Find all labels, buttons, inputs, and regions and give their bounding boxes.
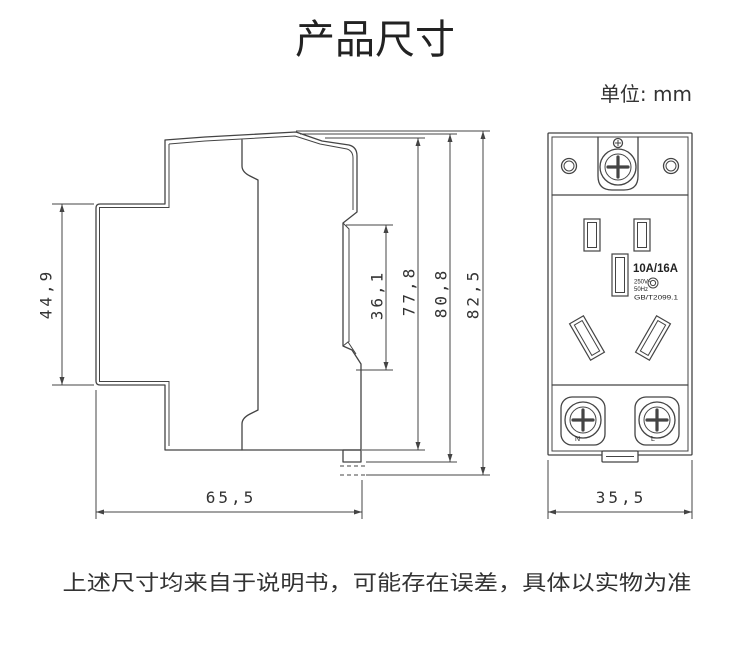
- terminal-label-left: N: [575, 436, 580, 443]
- standard-text: GB/T2099.1: [634, 295, 678, 302]
- side-view-outline: [95, 131, 362, 451]
- arrowhead: [96, 509, 104, 515]
- side-view-inner-edge: [99, 144, 170, 446]
- arrowhead: [415, 442, 421, 450]
- slot-left-inner: [587, 222, 597, 248]
- slot-left: [583, 218, 601, 252]
- din-rail-channel: [342, 222, 357, 355]
- frequency-text: 50Hz: [634, 287, 648, 293]
- screw-inner-ring-right: [643, 406, 671, 434]
- dim-label-height-total: 82,5: [464, 269, 483, 320]
- ccc-inner-ring: [649, 279, 657, 287]
- side-view-top-inner-edge: [168, 135, 354, 210]
- arrowhead: [59, 377, 65, 385]
- screw-cross-left: [571, 408, 595, 432]
- dimension-labels: 44,9 36,1 77,8 80,8 82,5 65,5 35,5: [37, 266, 647, 507]
- arrowhead: [383, 225, 389, 233]
- angled-slot-left-outer: [568, 314, 606, 362]
- two-pin-slots: [583, 218, 651, 297]
- ccc-outer-ring: [647, 277, 659, 289]
- unit-label: 单位: mm: [600, 82, 692, 106]
- arrowhead: [548, 509, 556, 515]
- side-view-divider: [241, 139, 259, 451]
- terminal-housing-right: [634, 396, 680, 446]
- arrowhead: [447, 134, 453, 142]
- voltage-text: 250V~: [634, 280, 652, 286]
- angled-slot-right-inner: [639, 319, 667, 357]
- screw-terminal-icon: [597, 136, 639, 191]
- screw-terminal-icon: L: [634, 396, 680, 446]
- arrowhead: [354, 509, 362, 515]
- terminal-label-right: L: [651, 436, 655, 443]
- slot-center-inner: [615, 257, 625, 293]
- earth-mark-cross: [615, 140, 621, 146]
- dim-label-width: 35,5: [596, 488, 647, 507]
- arrowhead: [480, 467, 486, 475]
- terminal-housing: [597, 136, 639, 191]
- angled-slot-right: [634, 314, 672, 362]
- screw-inner-ring: [604, 153, 632, 181]
- arrowhead: [684, 509, 692, 515]
- screw-inner-ring-left: [569, 406, 597, 434]
- side-view: [95, 131, 366, 476]
- arrowhead: [59, 204, 65, 212]
- arrowhead: [447, 454, 453, 462]
- dim-label-height-inner: 77,8: [400, 266, 419, 317]
- dimension-lines: [59, 131, 692, 515]
- arrowhead: [480, 131, 486, 139]
- arrowhead: [415, 138, 421, 146]
- angled-slot-left-inner: [573, 319, 601, 357]
- front-view: 10A/16A 250V~ 50Hz GB/T2099.1 N: [547, 132, 693, 463]
- arrowhead: [383, 362, 389, 370]
- screw-cross-right: [645, 408, 669, 432]
- screw-terminal-icon: N: [560, 396, 606, 446]
- angled-slot-left: [568, 314, 606, 362]
- dim-label-depth: 65,5: [206, 488, 257, 507]
- mounting-hole-icon: [560, 157, 680, 175]
- screw-cross: [606, 155, 630, 179]
- page-title: 产品尺寸: [295, 17, 455, 63]
- rating-marks: 10A/16A 250V~ 50Hz GB/T2099.1: [633, 263, 678, 302]
- ccc-mark-icon: [647, 277, 659, 289]
- slot-right: [633, 218, 651, 252]
- terminal-housing-left: [560, 396, 606, 446]
- dim-label-rail-channel: 36,1: [368, 270, 387, 321]
- slot-center: [611, 253, 629, 297]
- side-view-foot: [342, 449, 362, 463]
- mounting-hole-left-inner: [563, 160, 575, 172]
- disclaimer-caption: 上述尺寸均来自于说明书，可能存在误差，具体以实物为准: [63, 571, 692, 595]
- mounting-hole-right-inner: [665, 160, 677, 172]
- slot-right-inner: [637, 222, 647, 248]
- dim-label-front-height: 44,9: [37, 269, 56, 320]
- angled-slot-right-outer: [634, 314, 672, 362]
- rating-text: 10A/16A: [633, 263, 678, 275]
- dim-label-height-mid: 80,8: [432, 268, 451, 319]
